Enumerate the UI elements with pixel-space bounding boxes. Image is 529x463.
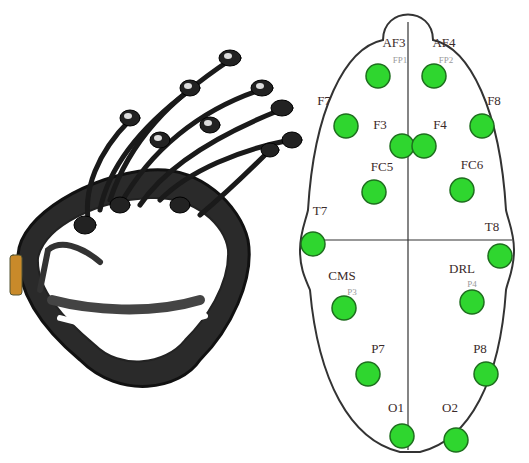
electrode-name: FC5 — [371, 160, 393, 173]
electrode-name: AF3 — [382, 36, 405, 49]
head-outline — [300, 15, 514, 453]
electrode-name: CMS — [328, 269, 355, 282]
electrode-name: F7 — [317, 94, 331, 107]
electrode-name: T7 — [313, 204, 327, 217]
electrodes — [301, 64, 512, 452]
electrode-name: FC6 — [461, 158, 483, 171]
electrode-name: F8 — [487, 94, 501, 107]
electrode-name: P8 — [473, 342, 487, 355]
alt-electrode-name: FP2 — [439, 56, 454, 65]
alt-electrode-name: P3 — [347, 288, 357, 297]
electrode-name: AF4 — [432, 36, 455, 49]
alt-electrode-name: P4 — [467, 280, 477, 289]
headset — [10, 50, 302, 386]
alt-electrode-name: FP1 — [393, 56, 408, 65]
electrode-name: T8 — [485, 220, 499, 233]
electrode-name: DRL — [449, 262, 475, 275]
electrode-name: O2 — [442, 401, 458, 414]
electrode-name: F4 — [433, 118, 447, 131]
electrode-name: F3 — [373, 118, 387, 131]
electrode-name: P7 — [371, 342, 385, 355]
electrode-name: O1 — [388, 401, 404, 414]
